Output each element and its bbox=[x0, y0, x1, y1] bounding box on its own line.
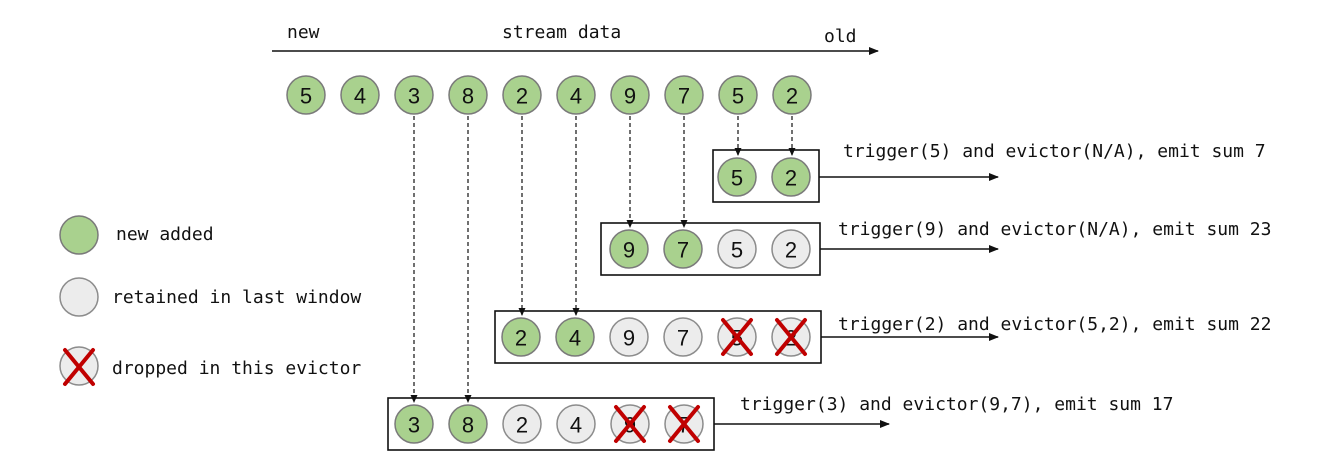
stream-element-value: 4 bbox=[354, 84, 366, 109]
window-element: 7 bbox=[664, 404, 704, 444]
stream-element-value: 4 bbox=[570, 84, 582, 109]
window-label: trigger(2) and evictor(5,2), emit sum 22 bbox=[838, 314, 1271, 335]
drop-x-icon bbox=[668, 405, 700, 443]
window-element-value: 5 bbox=[731, 166, 743, 191]
stream-element: 2 bbox=[772, 75, 812, 115]
drop-x-icon bbox=[775, 318, 807, 356]
stream-element-value: 8 bbox=[462, 84, 474, 109]
drop-x-icon bbox=[614, 405, 646, 443]
window-element: 2 bbox=[502, 404, 542, 444]
legend-retained-label: retained in last window bbox=[112, 287, 361, 308]
window-box bbox=[712, 149, 820, 203]
window-1: 5 2 trigger(5) and evictor(N/A), emit sum … bbox=[712, 141, 1266, 203]
stream-element: 5 bbox=[718, 75, 758, 115]
window-element-value: 2 bbox=[515, 326, 527, 351]
window-element: 2 bbox=[771, 229, 811, 269]
stream-element-value: 2 bbox=[786, 84, 798, 109]
window-element-value: 7 bbox=[677, 238, 689, 263]
window-element: 2 bbox=[771, 157, 811, 197]
window-element: 8 bbox=[448, 404, 488, 444]
connectors bbox=[410, 116, 796, 403]
stream-data-label: stream data bbox=[502, 22, 621, 43]
stream-element: 9 bbox=[610, 75, 650, 115]
stream-element-value: 3 bbox=[408, 84, 420, 109]
window-element: 7 bbox=[663, 229, 703, 269]
legend-new-label: new added bbox=[116, 224, 214, 245]
window-element-value: 2 bbox=[785, 238, 797, 263]
window-label: trigger(3) and evictor(9,7), emit sum 17 bbox=[740, 394, 1173, 415]
legend-new-swatch bbox=[59, 215, 99, 255]
stream-element-value: 5 bbox=[732, 84, 744, 109]
window-element-value: 5 bbox=[731, 238, 743, 263]
window-element: 4 bbox=[556, 404, 596, 444]
stream-element-value: 5 bbox=[300, 84, 312, 109]
drop-x-icon bbox=[721, 318, 753, 356]
stream-element-value: 7 bbox=[678, 84, 690, 109]
stream-element: 3 bbox=[394, 75, 434, 115]
window-element: 2 bbox=[501, 317, 541, 357]
stream-element: 7 bbox=[664, 75, 704, 115]
legend-dropped-swatch bbox=[59, 346, 99, 386]
window-element: 5 bbox=[717, 317, 757, 357]
stream-element: 8 bbox=[448, 75, 488, 115]
window-element-value: 4 bbox=[569, 326, 581, 351]
window-element: 7 bbox=[663, 317, 703, 357]
window-element-value: 2 bbox=[516, 413, 528, 438]
window-element-value: 9 bbox=[623, 326, 635, 351]
legend-dropped-label: dropped in this evictor bbox=[112, 358, 361, 379]
window-element-value: 3 bbox=[408, 413, 420, 438]
stream-element-value: 9 bbox=[624, 84, 636, 109]
window-element-value: 2 bbox=[785, 166, 797, 191]
stream-row: 5 4 3 8 2 4 9 7 5 2 bbox=[286, 75, 812, 115]
window-element: 9 bbox=[610, 404, 650, 444]
old-label: old bbox=[824, 26, 857, 47]
legend-retained-swatch bbox=[59, 277, 99, 317]
new-label: new bbox=[287, 22, 320, 43]
window-element: 3 bbox=[394, 404, 434, 444]
window-3: 249752trigger(2) and evictor(5,2), emit … bbox=[494, 310, 1271, 364]
window-2: 9 7 5 2 trigger(9) and evictor(N/A), emit su… bbox=[600, 219, 1271, 276]
stream-element-value: 2 bbox=[516, 84, 528, 109]
window-element-value: 9 bbox=[623, 238, 635, 263]
legend: new added retained in last window droppe… bbox=[59, 215, 361, 386]
stream-element: 5 bbox=[286, 75, 326, 115]
window-element-value: 8 bbox=[462, 413, 474, 438]
window-element: 9 bbox=[609, 317, 649, 357]
window-element-value: 7 bbox=[677, 326, 689, 351]
window-element-value: 4 bbox=[570, 413, 582, 438]
window-label: trigger(5) and evictor(N/A), emit sum 7 bbox=[843, 141, 1266, 162]
window-4: 3 8 2 4 97 trigger(3) and evictor(9,7), emit … bbox=[387, 394, 1173, 451]
stream-element: 4 bbox=[340, 75, 380, 115]
window-element: 9 bbox=[609, 229, 649, 269]
window-element: 5 bbox=[717, 157, 757, 197]
window-element: 4 bbox=[555, 317, 595, 357]
window-label: trigger(9) and evictor(N/A), emit sum 23 bbox=[838, 219, 1271, 240]
stream-element: 2 bbox=[502, 75, 542, 115]
window-element: 5 bbox=[717, 229, 757, 269]
stream-element: 4 bbox=[556, 75, 596, 115]
window-element: 2 bbox=[771, 317, 811, 357]
